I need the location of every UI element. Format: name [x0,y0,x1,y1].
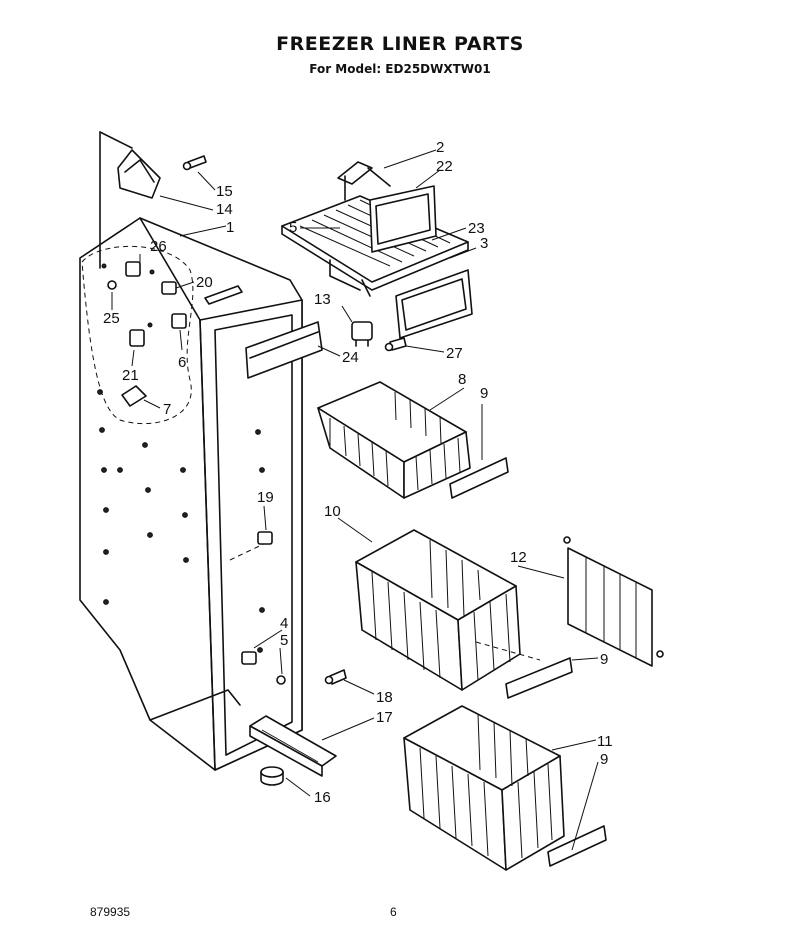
callout-21: 21 [122,367,139,384]
callout-9-lower: 9 [600,751,608,768]
callout-12: 12 [510,549,527,566]
callout-5-lower: 5 [280,632,288,649]
basket-divider-part-12 [563,536,664,667]
callout-23: 23 [468,220,485,237]
screw-part-15 [182,155,207,171]
callout-15: 15 [216,183,233,200]
document-number: 879935 [90,905,131,919]
middle-basket-part-10 [355,529,521,691]
callout-2: 2 [436,139,444,156]
thermostat-part-21 [129,322,153,347]
handle-bracket-part-14 [117,149,161,199]
callout-9-upper: 9 [480,385,488,402]
upper-basket-part-8 [317,381,471,499]
callout-5-upper: 5 [289,219,297,236]
callout-4: 4 [280,615,288,632]
callout-18: 18 [376,689,393,706]
callout-1: 1 [226,219,234,236]
lower-basket-part-11 [403,705,565,871]
callout-labels: 1 2 3 4 5 5 6 7 8 9 9 9 10 11 12 13 14 1… [103,139,613,806]
damper-part-13 [351,321,373,347]
callout-19: 19 [257,489,274,506]
screw-part-5-lower [276,675,286,685]
lamp-socket-part-7 [121,385,147,407]
model-subtitle: For Model: ED25DWXTW01 [309,62,491,76]
callout-9-middle: 9 [600,651,608,668]
callout-8: 8 [458,371,466,388]
screw-part-18 [324,669,347,685]
callout-27: 27 [446,345,463,362]
callout-11: 11 [597,733,613,750]
page-number: 6 [390,905,397,919]
callout-7: 7 [163,401,171,418]
hinge-part-4 [241,651,257,665]
grille-part-17 [249,715,337,777]
callout-24: 24 [342,349,359,366]
callout-16: 16 [314,789,331,806]
clip-part-19 [257,531,273,545]
screw-part-25 [107,280,117,290]
shelf-assembly [281,161,473,339]
switch-part-6 [171,313,187,329]
switch-part-26 [101,261,141,277]
guide-line-part-9-middle [475,641,541,661]
basket-trim-part-9-lower [547,825,607,867]
callout-13: 13 [314,291,331,308]
screw-part-27 [384,337,407,352]
light-cover-part-24 [245,321,323,379]
callout-20: 20 [196,274,213,291]
callout-10: 10 [324,503,341,520]
callout-14: 14 [216,201,233,218]
callout-leaders [99,131,599,851]
basket-trim-part-9-middle [505,657,573,699]
cap-part-16 [260,766,284,786]
callout-17: 17 [376,709,393,726]
page-title: FREEZER LINER PARTS [276,33,524,55]
callout-6: 6 [178,354,186,371]
callout-26: 26 [150,238,167,255]
callout-3: 3 [480,235,488,252]
callout-25: 25 [103,310,120,327]
callout-22: 22 [436,158,453,175]
basket-trim-part-9-upper [449,457,509,499]
